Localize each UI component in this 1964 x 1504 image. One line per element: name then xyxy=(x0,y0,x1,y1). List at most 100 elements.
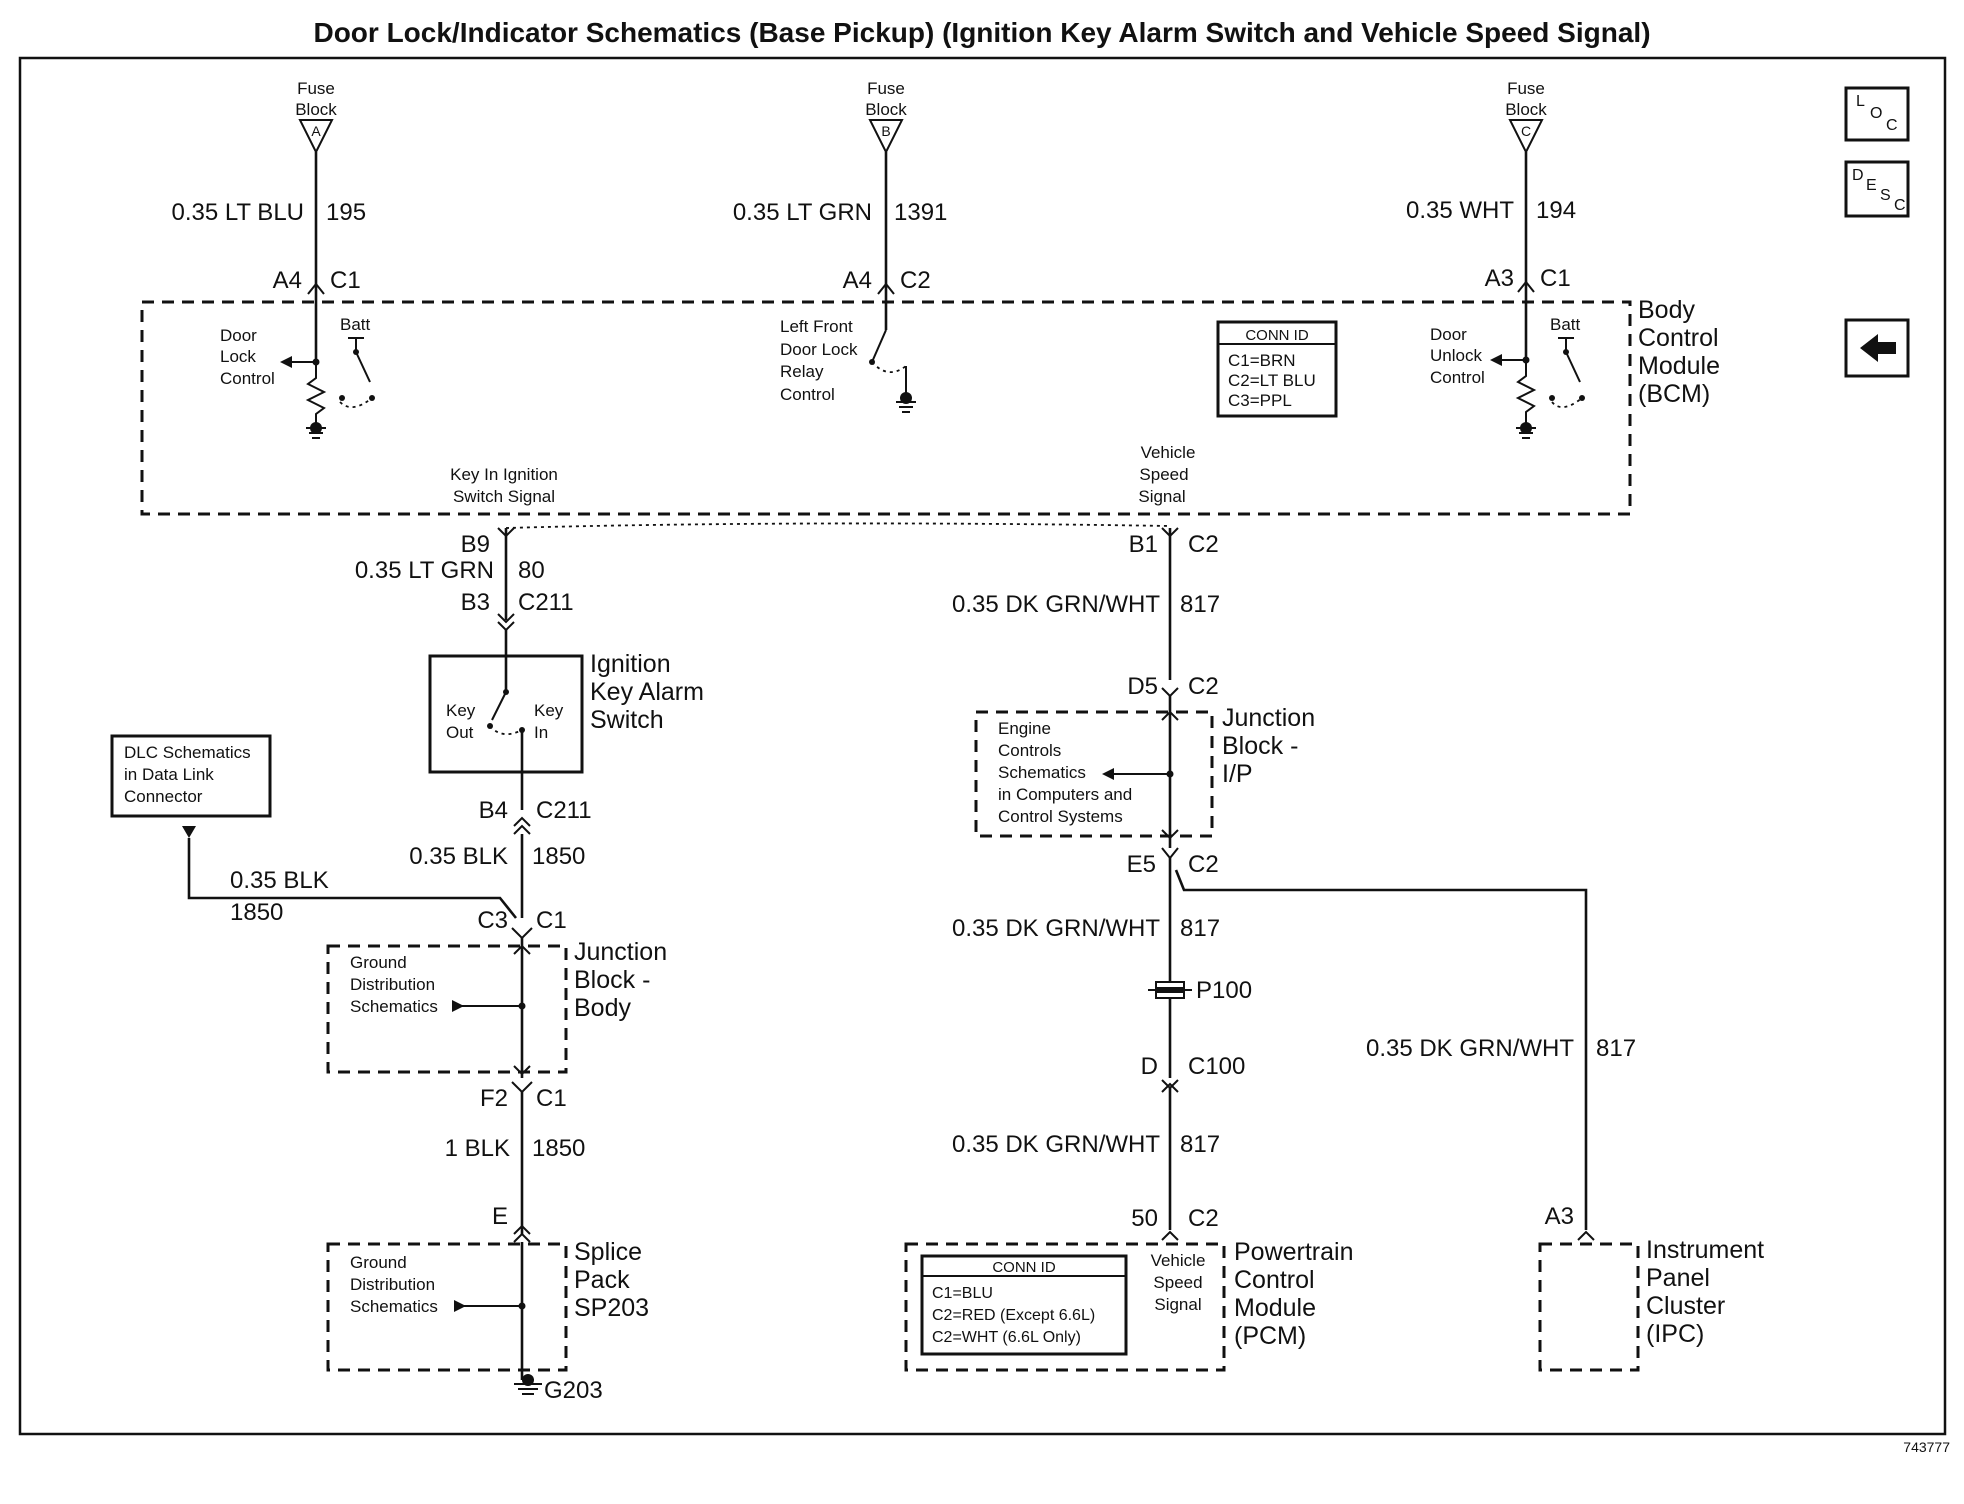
svg-text:Lock: Lock xyxy=(220,347,256,366)
svg-text:Distribution: Distribution xyxy=(350,1275,435,1294)
svg-text:C: C xyxy=(1521,123,1531,139)
svg-text:Vehicle: Vehicle xyxy=(1141,443,1196,462)
figure-id: 743777 xyxy=(1903,1439,1950,1455)
svg-text:Key: Key xyxy=(446,701,476,720)
svg-text:C3: C3 xyxy=(477,907,508,934)
connector-label: C1 xyxy=(1540,265,1571,292)
svg-text:C2=WHT (6.6L Only): C2=WHT (6.6L Only) xyxy=(932,1329,1081,1346)
svg-text:Body: Body xyxy=(1638,296,1695,324)
left-arrow-icon xyxy=(1860,334,1896,362)
bcm-conn-id-box: CONN ID C1=BRN C2=LT BLU C3=PPL xyxy=(1216,320,1338,418)
svg-text:Pack: Pack xyxy=(574,1266,630,1294)
svg-text:D5: D5 xyxy=(1127,673,1158,700)
svg-text:0.35 DK GRN/WHT: 0.35 DK GRN/WHT xyxy=(952,915,1160,942)
splice-pack-sp203: Ground Distribution Schematics Splice Pa… xyxy=(326,1238,649,1380)
svg-text:50: 50 xyxy=(1131,1205,1158,1232)
diagram-title: Door Lock/Indicator Schematics (Base Pic… xyxy=(313,17,1650,48)
svg-text:Splice: Splice xyxy=(574,1238,642,1266)
svg-text:Ignition: Ignition xyxy=(590,650,671,678)
svg-text:O: O xyxy=(1870,105,1882,122)
svg-text:C: C xyxy=(1886,117,1898,134)
junction-block-ip: Engine Controls Schematics in Computers … xyxy=(974,696,1315,848)
svg-text:B: B xyxy=(881,123,890,139)
svg-text:B9: B9 xyxy=(461,531,490,558)
svg-text:Body: Body xyxy=(574,994,631,1022)
svg-text:Relay: Relay xyxy=(780,362,824,381)
svg-text:C1: C1 xyxy=(536,907,567,934)
connector-label: C2 xyxy=(900,267,931,294)
svg-text:Key In Ignition: Key In Ignition xyxy=(450,465,558,484)
svg-text:Batt: Batt xyxy=(340,315,371,334)
svg-text:Block: Block xyxy=(295,100,337,119)
svg-text:0.35 BLK: 0.35 BLK xyxy=(409,843,508,870)
svg-text:817: 817 xyxy=(1180,915,1220,942)
svg-text:0.35 BLK: 0.35 BLK xyxy=(230,867,329,894)
svg-text:Fuse: Fuse xyxy=(1507,79,1545,98)
svg-text:SP203: SP203 xyxy=(574,1294,649,1322)
svg-text:Controls: Controls xyxy=(998,741,1061,760)
svg-text:D: D xyxy=(1852,167,1864,184)
svg-text:CONN ID: CONN ID xyxy=(992,1259,1056,1276)
svg-text:C3=PPL: C3=PPL xyxy=(1228,391,1292,410)
svg-text:0.35 DK GRN/WHT: 0.35 DK GRN/WHT xyxy=(1366,1035,1574,1062)
svg-text:Module: Module xyxy=(1638,352,1720,380)
svg-text:Speed: Speed xyxy=(1153,1273,1202,1292)
svg-text:Speed: Speed xyxy=(1139,465,1188,484)
svg-text:1 BLK: 1 BLK xyxy=(445,1135,510,1162)
svg-text:Door: Door xyxy=(220,326,257,345)
svg-text:Ground: Ground xyxy=(350,1253,407,1272)
svg-text:(IPC): (IPC) xyxy=(1646,1320,1704,1348)
svg-text:Door Lock: Door Lock xyxy=(780,340,858,359)
svg-text:Signal: Signal xyxy=(1138,487,1185,506)
svg-text:1850: 1850 xyxy=(532,843,585,870)
svg-text:C2: C2 xyxy=(1188,673,1219,700)
svg-text:C211: C211 xyxy=(518,589,574,616)
svg-text:Control: Control xyxy=(1638,324,1719,352)
svg-text:817: 817 xyxy=(1180,1131,1220,1158)
key-alarm-circuit: B9 0.35 LT GRN 80 B3 C211 Key Out Key In… xyxy=(110,527,704,1404)
svg-text:Module: Module xyxy=(1234,1294,1316,1322)
svg-text:Distribution: Distribution xyxy=(350,975,435,994)
svg-text:Signal: Signal xyxy=(1154,1295,1201,1314)
svg-text:A3: A3 xyxy=(1545,1203,1574,1230)
svg-text:E: E xyxy=(1866,177,1877,194)
svg-text:C2=LT BLU: C2=LT BLU xyxy=(1228,371,1316,390)
svg-text:Fuse: Fuse xyxy=(867,79,905,98)
connector-label: C1 xyxy=(330,267,361,294)
svg-text:(BCM): (BCM) xyxy=(1638,380,1710,408)
instrument-panel-cluster: Instrument Panel Cluster (IPC) xyxy=(1538,1236,1764,1372)
back-button[interactable] xyxy=(1844,318,1910,378)
svg-text:Control: Control xyxy=(1234,1266,1315,1294)
svg-text:Block: Block xyxy=(1505,100,1547,119)
svg-text:Batt: Batt xyxy=(1550,315,1581,334)
svg-text:C1=BLU: C1=BLU xyxy=(932,1285,993,1302)
desc-button[interactable]: D E S C xyxy=(1844,160,1910,218)
svg-text:In: In xyxy=(534,723,548,742)
p100-passthrough: P100 xyxy=(1148,977,1252,1004)
svg-text:Schematics: Schematics xyxy=(998,763,1086,782)
ignition-key-alarm-switch: Key Out Key In Ignition Key Alarm Switch xyxy=(428,630,704,810)
svg-text:Key Alarm: Key Alarm xyxy=(590,678,704,706)
svg-text:Junction: Junction xyxy=(574,938,667,966)
pin-label: A4 xyxy=(843,267,872,294)
svg-text:B1: B1 xyxy=(1129,531,1158,558)
dlc-reference[interactable]: DLC Schematics in Data Link Connector xyxy=(110,734,272,818)
svg-text:C2: C2 xyxy=(1188,1205,1219,1232)
body-control-module: Body Control Module (BCM) Door Lock Cont… xyxy=(140,296,1720,516)
svg-text:Panel: Panel xyxy=(1646,1264,1710,1292)
svg-text:C: C xyxy=(1894,197,1906,214)
svg-text:C211: C211 xyxy=(536,797,592,824)
circuit-number: 194 xyxy=(1536,197,1576,224)
svg-text:Block: Block xyxy=(865,100,907,119)
pin-label: A4 xyxy=(273,267,302,294)
svg-text:G203: G203 xyxy=(544,1377,603,1404)
wire-label: 0.35 WHT xyxy=(1406,197,1514,224)
svg-text:0.35 DK GRN/WHT: 0.35 DK GRN/WHT xyxy=(952,591,1160,618)
loc-button[interactable]: L O C xyxy=(1844,86,1910,142)
svg-text:F2: F2 xyxy=(480,1085,508,1112)
svg-text:C100: C100 xyxy=(1188,1053,1245,1080)
svg-text:Control: Control xyxy=(220,369,275,388)
pin-label: A3 xyxy=(1485,265,1514,292)
svg-text:C1: C1 xyxy=(536,1085,567,1112)
svg-text:Control Systems: Control Systems xyxy=(998,807,1123,826)
